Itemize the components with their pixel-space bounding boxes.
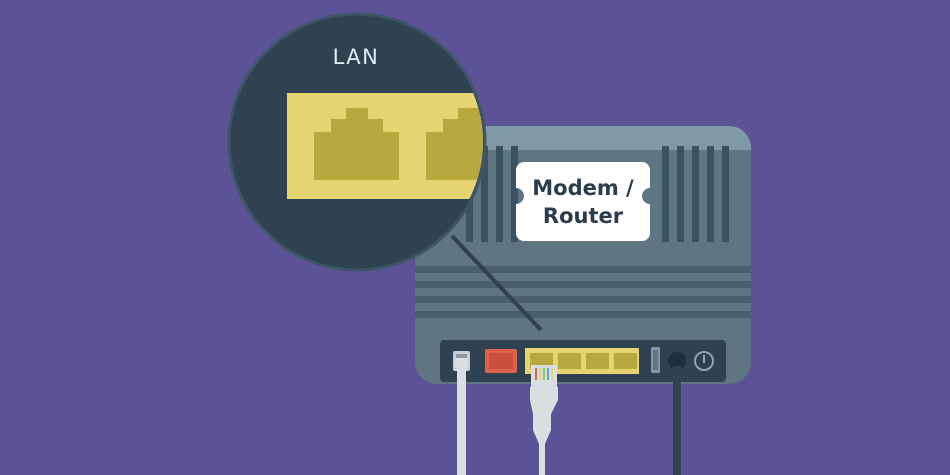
cables <box>455 358 681 475</box>
body-stripes <box>415 266 751 318</box>
magnified-port-1 <box>314 108 399 180</box>
lan-title: LAN <box>332 45 380 69</box>
device-label-line2: Router <box>542 203 624 228</box>
magnified-port-2 <box>426 108 483 180</box>
dsl-cable <box>457 366 466 475</box>
magnifier <box>227 12 487 272</box>
vent-right <box>662 146 729 242</box>
device-label-line1: Modem / <box>532 175 634 200</box>
magnifier-pointer <box>450 234 543 332</box>
label-card-shape <box>516 162 650 241</box>
device-label: Modem / Router <box>515 162 651 241</box>
power-cable <box>673 366 681 475</box>
power-icon <box>694 351 714 371</box>
power-jack <box>668 352 686 370</box>
ethernet-plug-icon <box>530 365 558 475</box>
